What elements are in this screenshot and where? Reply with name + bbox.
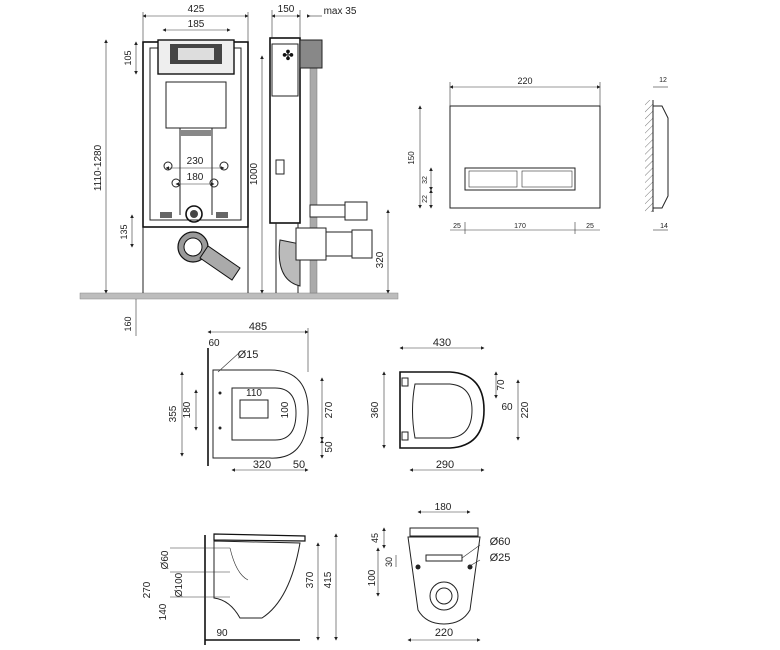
dim-135: 135	[119, 224, 129, 239]
dim-14: 14	[660, 223, 668, 230]
flush-plate-front: 220 150 32 22 25 170 25	[407, 76, 601, 234]
dim-170: 170	[514, 223, 526, 230]
frame-side-view: ✤ 150 max 35 320	[269, 4, 390, 294]
dim-320: 320	[375, 251, 386, 268]
dim-d60-back: Ø60	[490, 536, 511, 548]
dim-110: 110	[246, 388, 262, 399]
dim-270-top: 270	[324, 401, 335, 418]
dim-100-back: 100	[367, 569, 378, 586]
dim-30: 30	[384, 557, 394, 567]
dim-50-h: 50	[293, 459, 305, 471]
dim-25b: 25	[586, 223, 594, 230]
dim-105: 105	[123, 50, 133, 65]
dim-220-seat: 220	[520, 401, 531, 418]
dim-d60-side: Ø60	[160, 550, 171, 569]
dim-25a: 25	[453, 223, 461, 230]
dim-355: 355	[168, 405, 179, 422]
svg-text:✤: ✤	[282, 47, 294, 63]
dim-100-top: 100	[280, 401, 291, 418]
dim-290: 290	[436, 459, 454, 471]
dim-370: 370	[305, 571, 316, 588]
dim-430: 430	[433, 337, 451, 349]
dim-415: 415	[323, 571, 334, 588]
dim-45: 45	[370, 533, 380, 543]
dim-485: 485	[249, 321, 267, 333]
dim-185: 185	[188, 19, 205, 30]
dim-90: 90	[216, 628, 228, 639]
dim-22: 22	[422, 195, 429, 203]
dim-150: 150	[278, 4, 295, 15]
dim-160: 160	[123, 316, 133, 331]
flush-plate-side: 12 14	[645, 77, 669, 231]
dim-d25: Ø25	[490, 552, 511, 564]
dim-180-back: 180	[435, 502, 452, 513]
bowl-side-view: Ø60 270 Ø100 140 370 415 90	[142, 533, 338, 645]
dim-220-plate: 220	[517, 76, 532, 86]
dim-70: 70	[496, 379, 507, 391]
dim-270-side: 270	[142, 581, 153, 598]
dim-max35: max 35	[324, 6, 357, 17]
dim-320-top: 320	[253, 459, 271, 471]
dim-60-seat: 60	[501, 402, 513, 413]
bowl-back-view: 180 45 Ø60 Ø25 100 30 220	[367, 502, 511, 642]
dim-425: 425	[188, 4, 205, 15]
dim-180-top: 180	[182, 401, 193, 418]
frame-front-view: 425 185 105 1110-1280 1000 230 180 135 1…	[79, 4, 399, 336]
seat-top-view: 430 360 70 60 220 290	[370, 337, 531, 472]
dim-360: 360	[370, 401, 381, 418]
dim-50-v: 50	[324, 441, 335, 453]
dim-140: 140	[158, 603, 169, 620]
dim-1000: 1000	[249, 162, 260, 185]
dim-60-top: 60	[208, 338, 220, 349]
dim-230: 230	[187, 156, 204, 167]
dim-d100-side: Ø100	[174, 572, 185, 597]
dim-150-plate: 150	[407, 151, 416, 165]
bowl-top-view: 485 60 Ø15 110 100 355 180 270 50 320 50	[168, 321, 335, 472]
dim-180-frame: 180	[187, 172, 204, 183]
dim-d15: Ø15	[238, 349, 259, 361]
dim-32: 32	[422, 176, 429, 184]
dim-220-back: 220	[435, 627, 453, 639]
dim-1110-1280: 1110-1280	[93, 144, 104, 191]
dim-12: 12	[659, 77, 667, 84]
